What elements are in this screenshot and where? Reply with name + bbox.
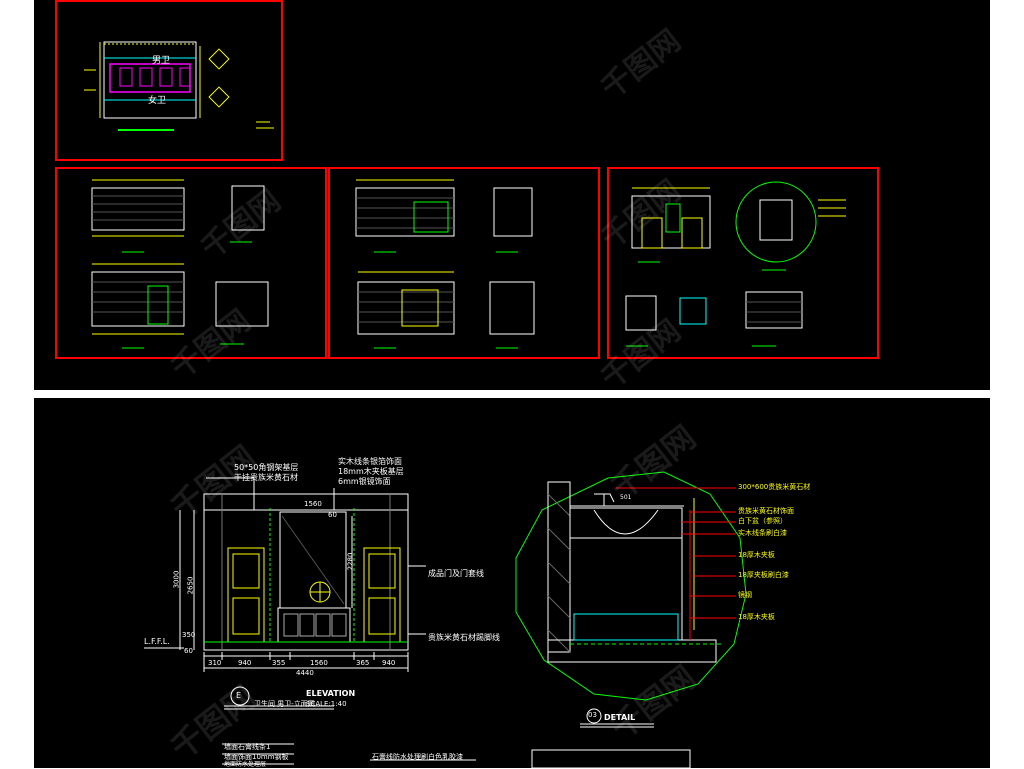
detail-note-3: 白下盆（参照）	[738, 517, 787, 525]
note-bottom-3: 地面防水处理层	[224, 761, 267, 768]
elevation-marker	[224, 686, 334, 710]
note-bottom-1: 墙面石膏线条1	[224, 743, 271, 751]
sheet-frame-plan	[55, 0, 283, 161]
dim-bottom-6: 940	[382, 659, 396, 667]
sheet-frame-elev-1	[55, 167, 327, 359]
detail-note-4: 实木线条刷白漆	[738, 529, 787, 537]
dim-top-offset: 60	[328, 511, 337, 519]
detail-note-1: 300*600贵族米黄石材	[738, 483, 811, 491]
sheet-frame-detail	[607, 167, 879, 359]
detail-note-2: 贵族米黄石材饰面	[738, 507, 794, 515]
dim-bottom-2: 940	[238, 659, 252, 667]
dim-height-floor: 60	[184, 647, 193, 655]
bottom-leaders	[222, 743, 476, 765]
sheet-frame-elev-2	[328, 167, 600, 359]
note-right-2: 18mm木夹板基层	[338, 467, 404, 476]
elevation-drawing	[203, 493, 409, 651]
side-note-skirting: 贵族米黄石材踢脚线	[428, 633, 500, 642]
elevation-dimensions	[144, 477, 426, 672]
detail-dim: 501	[620, 494, 632, 501]
elevation-thumbnails-1	[91, 179, 269, 349]
level-label: L.F.F.L.	[144, 637, 170, 646]
note-bottom-2: 墙面饰面10mm钢板	[224, 753, 289, 761]
note-right-3: 6mm银镜饰面	[338, 477, 391, 486]
detail-note-5: 18厚木夹板	[738, 551, 775, 559]
note-left-1: 50*50角钢架基层	[234, 463, 299, 472]
elevation-subtitle: 卫生间 男卫-立面图	[254, 700, 315, 708]
dim-bottom-5: 365	[356, 659, 370, 667]
detail-marker-label: 03	[588, 711, 597, 719]
dim-height-total: 3000	[172, 570, 181, 589]
note-left-2: 干挂贵族米黄石材	[234, 473, 298, 482]
sheets-canvas	[55, 0, 879, 359]
dim-total: 4440	[296, 669, 314, 677]
dim-bottom-4: 1560	[310, 659, 328, 667]
detail-note-8: 18厚木夹板	[738, 613, 775, 621]
elevation-title: ELEVATION	[306, 689, 356, 698]
floor-plan-thumbnail	[84, 41, 274, 131]
detail-note-7: 镜钢	[738, 591, 752, 599]
dim-bottom-3: 355	[272, 659, 286, 667]
dim-height-base: 350	[182, 631, 196, 639]
plan-label-male: 男卫	[152, 56, 171, 66]
elevation-detail-drawing: 50*50角钢架基层 干挂贵族米黄石材 实木线条银箔饰面 18mm木夹板基层 6…	[34, 398, 990, 768]
elevation-canvas	[144, 471, 747, 768]
dim-bottom-1: 310	[208, 659, 222, 667]
side-note-door: 成品门及门套线	[428, 569, 484, 578]
note-bottom-right-1: 石膏线防水处理刷白色乳胶漆	[372, 753, 463, 761]
dim-height-door: 2650	[186, 576, 195, 595]
detail-drawing	[515, 471, 747, 768]
elevation-marker-label: E	[236, 691, 242, 700]
elevation-thumbnails-2	[355, 179, 535, 349]
detail-thumbnails	[625, 181, 846, 347]
elevation-scale: SCALE:1:40	[306, 700, 347, 708]
detail-note-6: 18厚夹板刷白漆	[738, 571, 789, 579]
note-right-1: 实木线条银箔饰面	[338, 457, 402, 466]
dim-height-mirror: 2280	[346, 552, 355, 571]
drawing-sheets-overview: 男卫 女卫 千图网 千图网 千图网 千图网 千图网	[34, 0, 990, 396]
plan-label-female: 女卫	[148, 96, 167, 106]
dim-top-mirror: 1560	[304, 500, 322, 508]
detail-title: DETAIL	[604, 713, 636, 722]
